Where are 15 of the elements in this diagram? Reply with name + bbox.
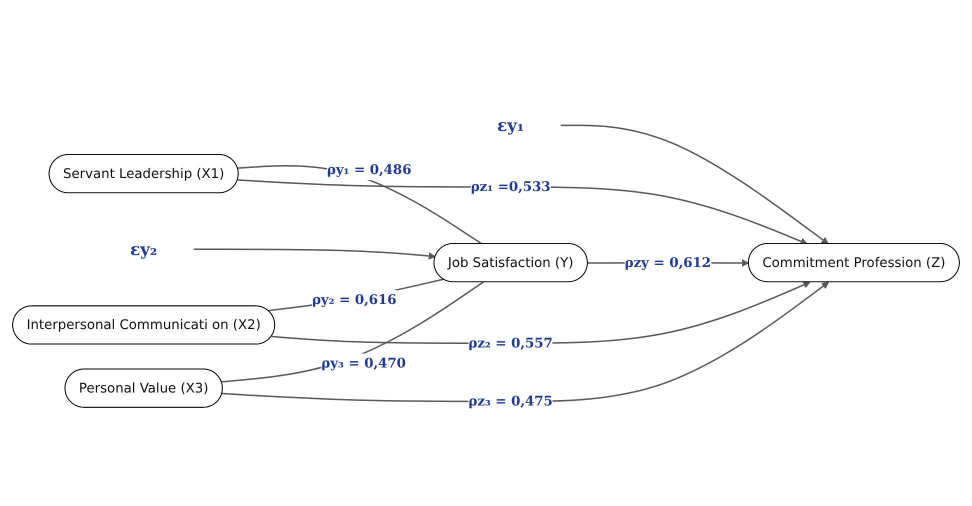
node-text: εy₂ <box>130 239 158 260</box>
edge-label: ρz₃ = 0,475 <box>468 393 553 409</box>
arrow <box>222 282 829 402</box>
arrow <box>560 124 829 244</box>
arrow <box>272 281 811 344</box>
connector <box>221 281 484 383</box>
edge-label: ρy₃ = 0,470 <box>321 355 406 371</box>
node-text: εy₁ <box>497 115 524 136</box>
edge-label: ρz₁ =0,533 <box>470 178 551 194</box>
connector <box>268 278 444 312</box>
edge-label: ρzy = 0,612 <box>624 254 711 270</box>
edge-label: ρy₁ = 0,486 <box>326 162 412 178</box>
arrow <box>194 248 436 260</box>
edge-label: ρz₂ = 0,557 <box>468 334 553 351</box>
edge-label: ρy₂ = 0,616 <box>312 292 397 308</box>
